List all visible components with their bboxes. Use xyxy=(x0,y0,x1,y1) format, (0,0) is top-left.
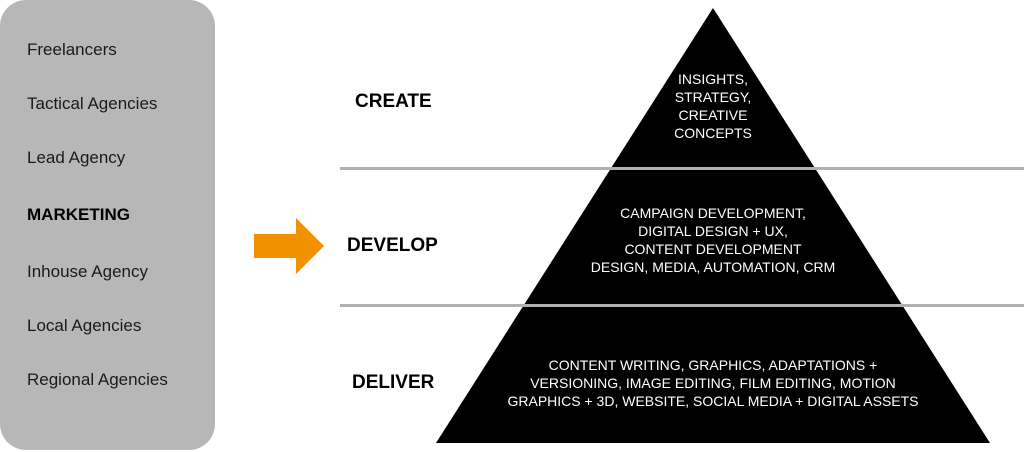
divider-develop-deliver xyxy=(340,304,1024,307)
list-item-regional-agencies[interactable]: Regional Agencies xyxy=(27,370,168,389)
create-line: CREATIVE xyxy=(678,107,748,123)
divider-create-develop xyxy=(340,167,1024,170)
list-item-freelancers[interactable]: Freelancers xyxy=(27,40,117,59)
develop-tier-text: CAMPAIGN DEVELOPMENT, DIGITAL DESIGN + U… xyxy=(591,204,836,276)
list-item-marketing[interactable]: MARKETING xyxy=(27,205,130,224)
create-line: STRATEGY, xyxy=(674,89,752,105)
list-item-lead-agency[interactable]: Lead Agency xyxy=(27,148,126,167)
level-label-deliver: DELIVER xyxy=(352,372,435,393)
create-tier-text: INSIGHTS, STRATEGY, CREATIVE CONCEPTS xyxy=(674,70,752,142)
deliver-line: VERSIONING, IMAGE EDITING, FILM EDITING,… xyxy=(530,375,896,391)
pyramid-triangle xyxy=(436,8,990,443)
level-label-create: CREATE xyxy=(355,91,432,112)
develop-line: DIGITAL DESIGN + UX, xyxy=(638,223,788,239)
level-label-develop: DEVELOP xyxy=(347,235,438,256)
create-line: CONCEPTS xyxy=(674,125,752,141)
list-item-local-agencies[interactable]: Local Agencies xyxy=(27,316,142,335)
deliver-tier-text: CONTENT WRITING, GRAPHICS, ADAPTATIONS +… xyxy=(507,356,918,410)
create-line: INSIGHTS, xyxy=(677,71,749,87)
agency-list-panel: Freelancers Tactical Agencies Lead Agenc… xyxy=(0,0,215,450)
list-item-tactical-agencies[interactable]: Tactical Agencies xyxy=(27,94,158,113)
develop-line: CONTENT DEVELOPMENT xyxy=(624,241,802,257)
list-item-inhouse-agency[interactable]: Inhouse Agency xyxy=(27,262,148,281)
right-arrow-icon xyxy=(254,218,324,274)
develop-line: CAMPAIGN DEVELOPMENT, xyxy=(620,205,806,221)
develop-line: DESIGN, MEDIA, AUTOMATION, CRM xyxy=(590,259,836,275)
deliver-line: GRAPHICS + 3D, WEBSITE, SOCIAL MEDIA + D… xyxy=(507,393,919,409)
deliver-line: CONTENT WRITING, GRAPHICS, ADAPTATIONS + xyxy=(548,357,878,373)
